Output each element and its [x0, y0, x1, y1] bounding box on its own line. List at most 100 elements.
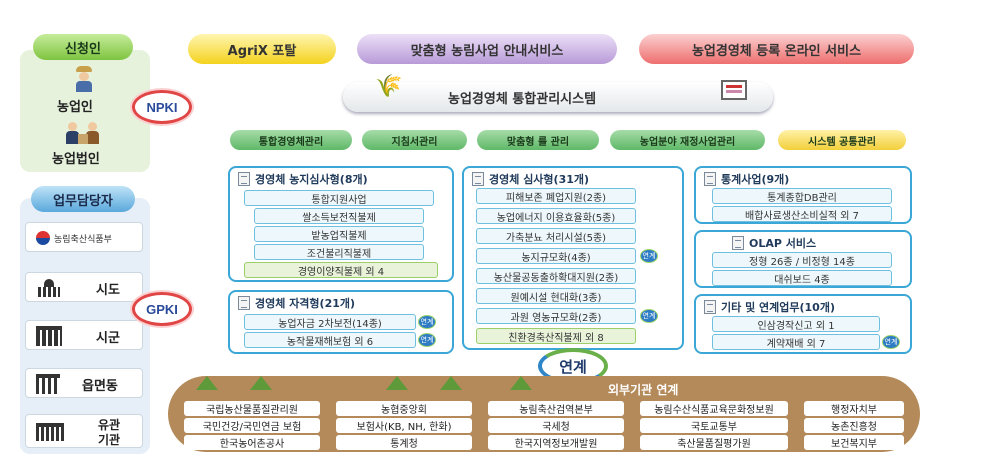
etc-box: 기타 및 연계업무(10개) 인삼경작신고 외 1 계약재배 외 7 연계	[694, 294, 912, 354]
eup-row: 읍면동	[25, 368, 143, 398]
eup-label: 읍면동	[82, 379, 118, 394]
applicant-title: 신청인	[33, 34, 133, 60]
link-badge: 연계	[882, 335, 900, 349]
etc-title: 기타 및 연계업무(10개)	[704, 299, 835, 315]
list-item[interactable]: 농지규모화(4종)	[476, 248, 636, 264]
list-item[interactable]: 조건불리직불제	[254, 244, 424, 260]
list-item[interactable]: 정형 26종 / 비정형 14종	[712, 252, 892, 268]
stats-box: 통계사업(9개) 통계종합DB관리 배합사료생산소비실적 외 7	[694, 166, 912, 224]
agency-cell[interactable]: 농촌진흥청	[804, 418, 904, 433]
gpki-badge: GPKI	[132, 292, 192, 326]
office-icon	[36, 374, 60, 394]
list-item[interactable]: 농업자금 2차보전(14종)	[244, 314, 416, 330]
sigun-row: 시군	[25, 320, 143, 350]
agency-row: 유관 기관	[25, 414, 143, 448]
category-rule[interactable]: 맞춤형 룰 관리	[477, 130, 599, 150]
list-item[interactable]: 쌀소득보전직불제	[254, 208, 424, 224]
system-title: 농업경영체 통합관리시스템	[448, 92, 597, 107]
agency-label-2: 기관	[98, 433, 121, 447]
link-circle-label: 연계	[559, 357, 587, 376]
document-icon	[704, 300, 716, 314]
qualification-box: 경영체 자격형(21개) 농업자금 2차보전(14종) 연계 농작물재해보험 외…	[228, 290, 454, 354]
agency-cell[interactable]: 보험사(KB, NH, 한화)	[336, 418, 472, 433]
sprout-icon	[250, 376, 272, 390]
link-badge: 연계	[418, 333, 436, 347]
agency-cell[interactable]: 한국지역정보개발원	[488, 435, 624, 450]
list-item[interactable]: 피해보존 폐업지원(2종)	[476, 188, 636, 204]
taegeuk-icon	[36, 231, 50, 245]
review-box: 경영체 심사형(31개) 피해보존 폐업지원(2종) 농업에너지 이용효율화(5…	[462, 166, 684, 350]
system-banner: 🌾 농업경영체 통합관리시스템	[343, 74, 773, 112]
review-title: 경영체 심사형(31개)	[472, 171, 589, 187]
sprout-icon	[510, 376, 532, 390]
list-item[interactable]: 통합지원사업	[244, 190, 434, 206]
agency-cell[interactable]: 국토교통부	[640, 418, 788, 433]
farmer-icon	[72, 66, 96, 92]
online-registration-pill[interactable]: 농업경영체 등록 온라인 서비스	[639, 34, 914, 64]
document-icon	[238, 172, 250, 186]
agency-building-icon	[36, 423, 64, 441]
list-item[interactable]: 경영이양직불제 외 4	[244, 262, 438, 278]
sido-row: 시도	[25, 272, 143, 302]
list-item[interactable]: 밭농업직불제	[254, 226, 424, 242]
agency-cell[interactable]: 한국농어촌공사	[184, 435, 320, 450]
agrix-portal-pill[interactable]: AgriX 포탈	[188, 34, 336, 64]
list-item[interactable]: 친환경축산직불제 외 8	[476, 328, 636, 344]
ministry-row: 농림축산식품부	[25, 222, 143, 252]
agency-cell[interactable]: 축산물품질평가원	[640, 435, 788, 450]
custom-service-pill[interactable]: 맞춤형 농림사업 안내서비스	[357, 34, 617, 64]
document-icon	[238, 296, 250, 310]
list-item[interactable]: 농업에너지 이용효율화(5종)	[476, 208, 636, 224]
staff-title: 업무담당자	[31, 186, 135, 212]
list-item[interactable]: 과원 영농규모화(2종)	[476, 308, 636, 324]
agency-cell[interactable]: 농림수산식품교육문화정보원	[640, 401, 788, 416]
list-item[interactable]: 계약재배 외 7	[712, 334, 880, 350]
olap-box: OLAP 서비스 정형 26종 / 비정형 14종 대쉬보드 4종	[694, 230, 912, 288]
agency-cell[interactable]: 보건복지부	[804, 435, 904, 450]
sprout-icon	[386, 376, 408, 390]
external-title: 외부기관 연계	[608, 383, 679, 397]
farmland-title: 경영체 농지심사형(8개)	[238, 171, 368, 187]
agency-cell[interactable]: 농림축산검역본부	[488, 401, 624, 416]
farmer-label: 농업인	[57, 100, 93, 115]
agency-cell[interactable]: 행정자치부	[804, 401, 904, 416]
category-common[interactable]: 시스템 공통관리	[778, 130, 906, 150]
sigun-label: 시군	[96, 331, 120, 346]
building-icon	[36, 326, 62, 346]
qualification-title: 경영체 자격형(21개)	[238, 295, 355, 311]
agency-label-1: 유관	[98, 418, 121, 432]
category-integrated[interactable]: 통합경영체관리	[230, 130, 352, 150]
olap-title: OLAP 서비스	[732, 235, 816, 251]
npki-badge: NPKI	[132, 90, 192, 124]
agency-cell[interactable]: 국립농산물품질관리원	[184, 401, 320, 416]
agency-cell[interactable]: 국민건강/국민연금 보험	[184, 418, 320, 433]
sprout-icon	[196, 376, 218, 390]
wheat-icon: 🌾	[375, 74, 403, 99]
document-icon	[732, 236, 744, 250]
list-item[interactable]: 배합사료생산소비실적 외 7	[712, 206, 892, 222]
agency-cell[interactable]: 국세청	[488, 418, 624, 433]
sido-label: 시도	[96, 283, 120, 298]
corp-label: 농업법인	[52, 152, 100, 167]
list-item[interactable]: 농작물재해보험 외 6	[244, 332, 416, 348]
list-item[interactable]: 농산물공동출하확대지원(2종)	[476, 268, 636, 284]
list-item[interactable]: 통계종합DB관리	[712, 188, 892, 204]
category-finance[interactable]: 농업분야 재정사업관리	[610, 130, 765, 150]
ministry-label: 농림축산식품부	[54, 235, 112, 245]
list-item[interactable]: 가축분뇨 처리시설(5종)	[476, 228, 636, 244]
corp-icon	[66, 118, 102, 144]
document-icon	[472, 172, 484, 186]
monitor-icon	[721, 80, 747, 100]
category-guide[interactable]: 지침서관리	[362, 130, 467, 150]
link-badge: 연계	[640, 309, 658, 323]
link-badge: 연계	[418, 315, 436, 329]
document-icon	[704, 172, 716, 186]
list-item[interactable]: 대쉬보드 4종	[712, 270, 892, 286]
list-item[interactable]: 원예시설 현대화(3종)	[476, 288, 636, 304]
stats-title: 통계사업(9개)	[704, 171, 789, 187]
list-item[interactable]: 인삼경작신고 외 1	[712, 316, 880, 332]
link-badge: 연계	[640, 249, 658, 263]
agency-cell[interactable]: 농협중앙회	[336, 401, 472, 416]
agency-cell[interactable]: 통계청	[336, 435, 472, 450]
farmland-box: 경영체 농지심사형(8개) 통합지원사업 쌀소득보전직불제 밭농업직불제 조건불…	[228, 166, 454, 282]
